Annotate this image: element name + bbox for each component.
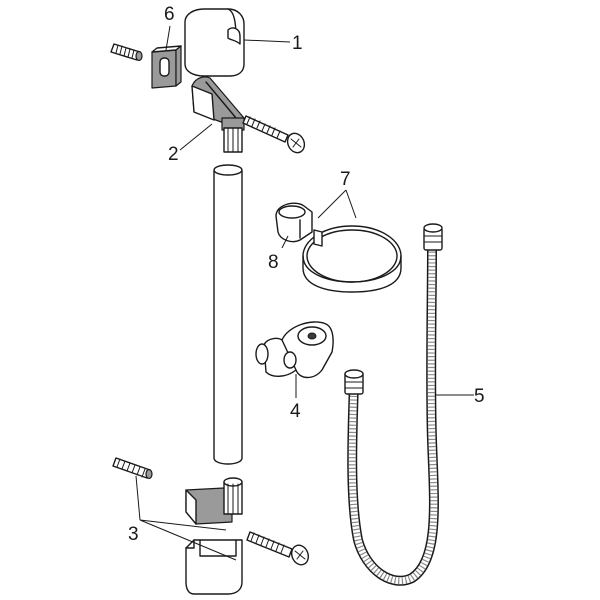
callout-6: 6 [164, 4, 175, 25]
callout-numbers: 1 2 3 4 5 6 7 8 [128, 4, 485, 545]
callout-4: 4 [290, 401, 301, 422]
callout-2: 2 [168, 144, 179, 165]
leader-lines [135, 25, 474, 561]
cover-cap-bottom [185, 539, 243, 595]
callout-7: 7 [340, 169, 351, 190]
callout-5: 5 [474, 386, 485, 407]
screw-bottom [246, 531, 310, 566]
shelf-ring [302, 225, 402, 293]
wall-dowel-bottom [112, 457, 153, 480]
slide-bar-rail [213, 164, 243, 465]
callout-1: 1 [292, 33, 303, 54]
screw-top [242, 115, 306, 154]
wall-dowel-top [110, 43, 143, 62]
shower-holder [255, 321, 334, 379]
upper-bracket [191, 76, 245, 153]
lower-bracket [185, 477, 243, 525]
callout-8: 8 [268, 252, 279, 273]
slider-hook [275, 202, 313, 243]
shower-hose [344, 223, 443, 586]
cover-cap-top [184, 8, 245, 77]
callout-3: 3 [128, 524, 139, 545]
mounting-plate-top [151, 45, 182, 89]
